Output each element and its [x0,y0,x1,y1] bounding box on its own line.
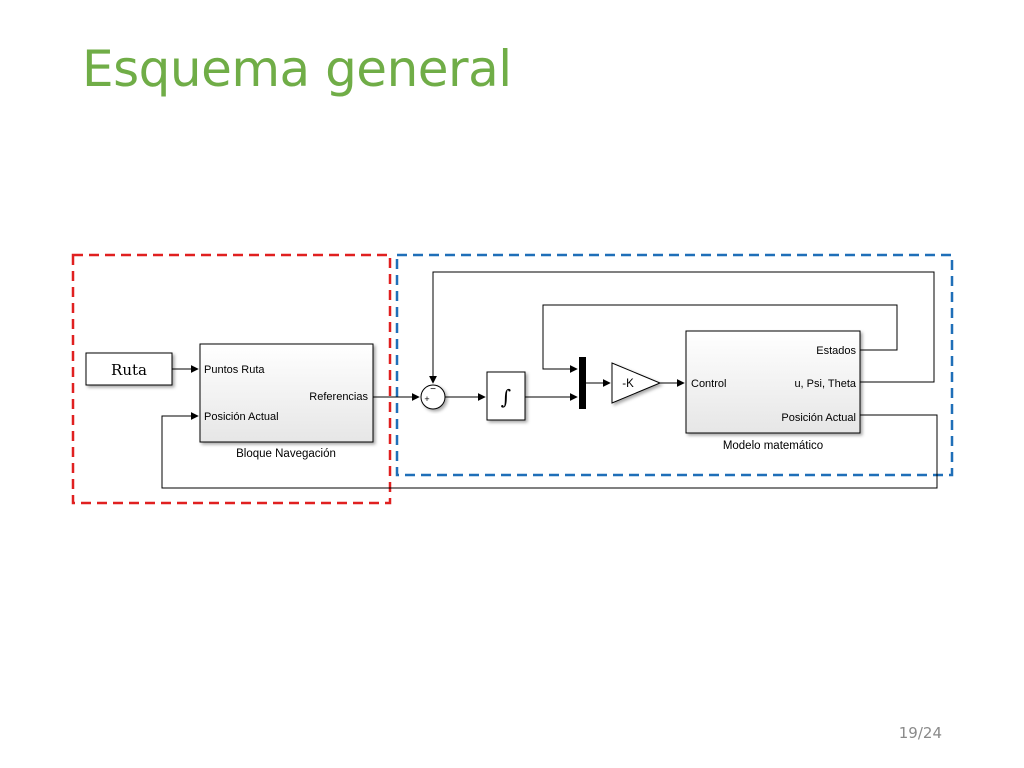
navigation-input-puntos-ruta: Puntos Ruta [204,364,265,376]
integrator-symbol: ∫ [501,385,511,409]
line-u-psi-theta-feedback [429,271,935,384]
gain-block [611,362,662,404]
line-posicion-actual-feedback [161,412,938,489]
sum-plus-sign: + [424,394,429,404]
navigation-input-posicion-actual: Posición Actual [204,411,279,423]
page-number: 19/24 [898,724,942,742]
control-region-outline [395,253,954,477]
model-output-estados: Estados [816,345,856,357]
ruta-block [85,352,173,386]
navigation-region-outline [71,253,392,505]
navigation-output-referencias: Referencias [309,391,368,403]
model-output-posicion-actual: Posición Actual [781,412,856,424]
model-output-u-psi-theta: u, Psi, Theta [794,378,856,390]
line-estados-feedback [542,304,898,373]
integrator-block [486,371,526,421]
mux-block [579,357,586,409]
model-input-control: Control [691,378,726,390]
sum-minus-sign: − [430,384,436,395]
navigation-block-name: Bloque Navegación [236,448,336,460]
gain-label: -K [622,378,634,390]
ruta-block-label: Ruta [111,361,147,379]
navigation-block [199,343,374,443]
model-block [685,330,861,434]
slide-title: Esquema general [82,40,512,98]
model-block-name: Modelo matemático [723,440,823,452]
